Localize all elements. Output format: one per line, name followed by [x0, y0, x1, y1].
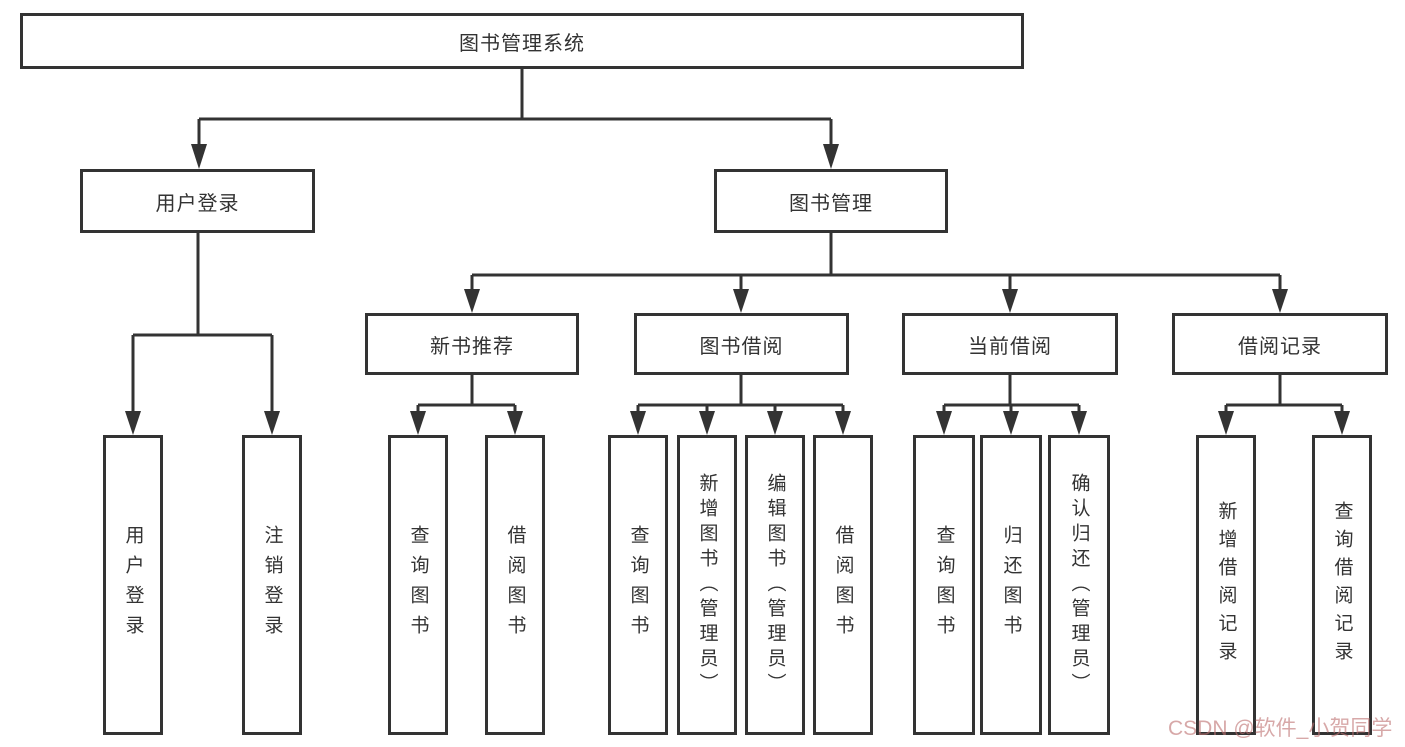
node-new-book-recommend: 新书推荐	[365, 313, 579, 375]
node-borrow-records-label: 借阅记录	[1238, 335, 1322, 358]
node-borrow-records: 借阅记录	[1172, 313, 1388, 375]
node-current-borrow-label: 当前借阅	[968, 335, 1052, 358]
leaf-recommend-query-books: 查询图书	[388, 435, 448, 735]
leaf-return-books-label: 归还图书	[1000, 525, 1022, 645]
leaf-borrow-books: 借阅图书	[813, 435, 873, 735]
leaf-recommend-borrow-books: 借阅图书	[485, 435, 545, 735]
leaf-borrow-books-label: 借阅图书	[832, 525, 854, 645]
node-user-login-label: 用户登录	[155, 192, 240, 215]
leaf-edit-books-admin: 编辑图书（管理员）	[745, 435, 805, 735]
leaf-add-borrow-record-label: 新增借阅记录	[1215, 501, 1237, 669]
leaf-user-login-label: 用户登录	[122, 525, 144, 645]
leaf-recommend-borrow-books-label: 借阅图书	[504, 525, 526, 645]
leaf-logout: 注销登录	[242, 435, 302, 735]
node-library-system: 图书管理系统	[20, 13, 1024, 69]
leaf-recommend-query-books-label: 查询图书	[407, 525, 429, 645]
leaf-add-borrow-record: 新增借阅记录	[1196, 435, 1256, 735]
csdn-watermark: CSDN @软件_小贺同学	[1168, 717, 1393, 740]
leaf-edit-books-admin-label: 编辑图书（管理员）	[764, 472, 786, 698]
leaf-add-books-admin: 新增图书（管理员）	[677, 435, 737, 735]
leaf-query-borrow-record: 查询借阅记录	[1312, 435, 1372, 735]
leaf-current-query-books: 查询图书	[913, 435, 975, 735]
leaf-user-login: 用户登录	[103, 435, 163, 735]
node-book-management-label: 图书管理	[789, 192, 873, 215]
leaf-logout-label: 注销登录	[261, 525, 283, 645]
leaf-borrow-query-books: 查询图书	[608, 435, 668, 735]
node-book-management: 图书管理	[714, 169, 948, 233]
node-user-login: 用户登录	[80, 169, 315, 233]
node-book-borrow: 图书借阅	[634, 313, 849, 375]
node-book-borrow-label: 图书借阅	[699, 335, 784, 358]
node-current-borrow: 当前借阅	[902, 313, 1118, 375]
leaf-confirm-return-admin: 确认归还（管理员）	[1048, 435, 1110, 735]
leaf-add-books-admin-label: 新增图书（管理员）	[696, 472, 718, 698]
leaf-confirm-return-admin-label: 确认归还（管理员）	[1068, 472, 1090, 698]
leaf-return-books: 归还图书	[980, 435, 1042, 735]
leaf-query-borrow-record-label: 查询借阅记录	[1331, 501, 1353, 669]
leaf-current-query-books-label: 查询图书	[933, 525, 955, 645]
node-library-system-label: 图书管理系统	[459, 32, 585, 55]
leaf-borrow-query-books-label: 查询图书	[627, 525, 649, 645]
node-new-book-recommend-label: 新书推荐	[430, 335, 514, 358]
